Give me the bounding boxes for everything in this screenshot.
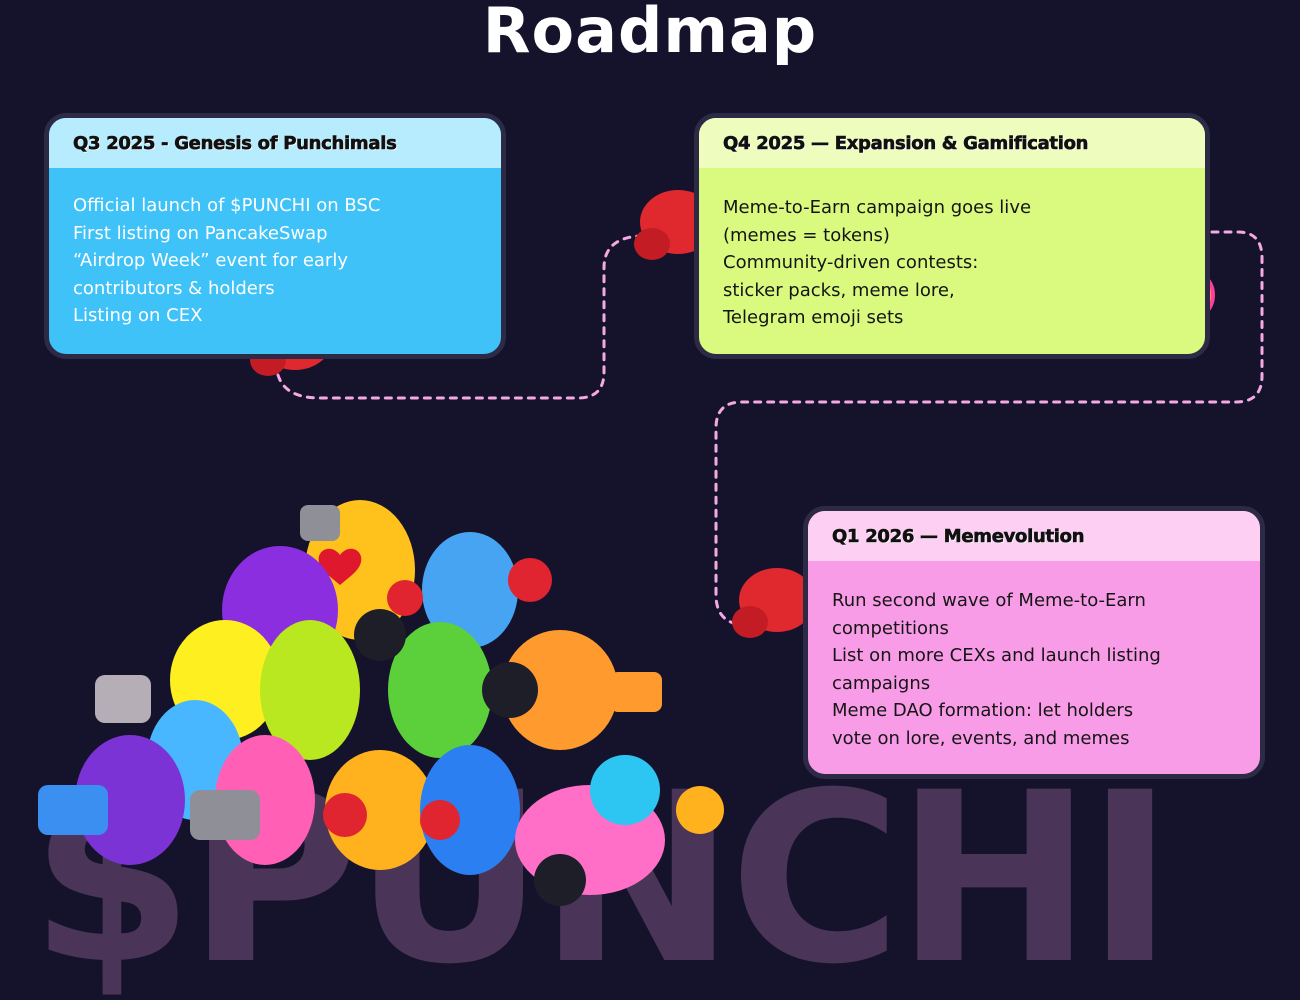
card-items: Official launch of $PUNCHI on BSC First … bbox=[49, 168, 501, 330]
roadmap-card-q3-2025: Q3 2025 - Genesis of Punchimals Official… bbox=[44, 113, 506, 359]
list-item: Run second wave of Meme-to-Earn bbox=[832, 590, 1146, 611]
roadmap-card-q1-2026: Q1 2026 — Memevolution Run second wave o… bbox=[803, 506, 1265, 779]
list-item: First listing on PancakeSwap bbox=[73, 222, 328, 244]
list-item: List on more CEXs and launch listing bbox=[832, 645, 1161, 666]
list-item: Meme DAO formation: let holders bbox=[832, 700, 1134, 721]
list-item: Listing on CEX bbox=[73, 305, 203, 326]
boxing-glove-icon bbox=[732, 568, 815, 638]
list-item: competitions bbox=[832, 617, 949, 639]
list-item: Community-driven contests: bbox=[723, 252, 979, 273]
roadmap-path bbox=[276, 230, 1264, 627]
list-item: sticker packs, meme lore, bbox=[723, 279, 955, 301]
character-pile bbox=[38, 500, 724, 906]
list-item: “Airdrop Week” event for early bbox=[73, 250, 348, 271]
card-heading: Q3 2025 - Genesis of Punchimals bbox=[49, 118, 501, 168]
roadmap-card-q4-2025: Q4 2025 — Expansion & Gamification Meme-… bbox=[694, 113, 1210, 359]
list-item: Official launch of $PUNCHI on BSC bbox=[73, 195, 381, 216]
card-heading: Q4 2025 — Expansion & Gamification bbox=[699, 118, 1205, 168]
list-item: campaigns bbox=[832, 672, 931, 694]
page-title: Roadmap bbox=[482, 0, 818, 67]
list-item: contributors & holders bbox=[73, 277, 275, 299]
list-item: Meme-to-Earn campaign goes live bbox=[723, 197, 1032, 218]
card-items: Meme-to-Earn campaign goes live (memes =… bbox=[699, 168, 1205, 332]
card-heading: Q1 2026 — Memevolution bbox=[808, 511, 1260, 561]
card-items: Run second wave of Meme-to-Earn competit… bbox=[808, 561, 1260, 752]
list-item: Telegram emoji sets bbox=[723, 307, 904, 328]
list-item: (memes = tokens) bbox=[723, 224, 890, 246]
list-item: vote on lore, events, and memes bbox=[832, 727, 1130, 749]
